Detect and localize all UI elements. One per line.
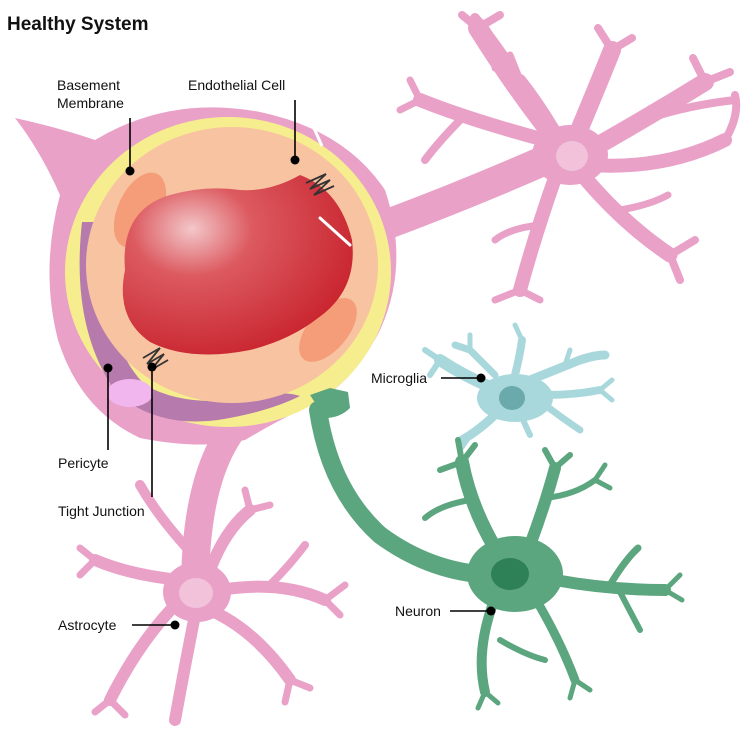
basement-membrane-label-line2: Membrane (57, 95, 124, 111)
pericyte-nucleus (107, 379, 153, 407)
microglia-label: Microglia (371, 370, 427, 386)
neuron-nucleus (491, 558, 529, 590)
pericyte-marker (104, 364, 113, 373)
lower-astrocyte (80, 420, 345, 720)
tight-junction-label: Tight Junction (58, 503, 145, 519)
astrocyte-marker (171, 621, 180, 630)
neuron-cell (310, 388, 682, 708)
endothelial-cell-marker (291, 156, 300, 165)
microglia-cell (425, 325, 612, 450)
upper-astrocyte-nucleus (556, 141, 588, 171)
basement-membrane-label-line1: Basement (57, 77, 120, 93)
label-neuron: Neuron (395, 603, 496, 619)
neuron-label: Neuron (395, 603, 441, 619)
microglia-nucleus (499, 386, 525, 410)
tight-junction-marker (148, 363, 157, 372)
basement-membrane-marker (126, 167, 135, 176)
neuron-marker (487, 607, 496, 616)
lower-astrocyte-nucleus (179, 578, 213, 608)
pericyte-label: Pericyte (58, 455, 109, 471)
endothelial-cell-label: Endothelial Cell (188, 77, 285, 93)
astrocyte-label: Astrocyte (58, 617, 117, 633)
microglia-marker (477, 374, 486, 383)
